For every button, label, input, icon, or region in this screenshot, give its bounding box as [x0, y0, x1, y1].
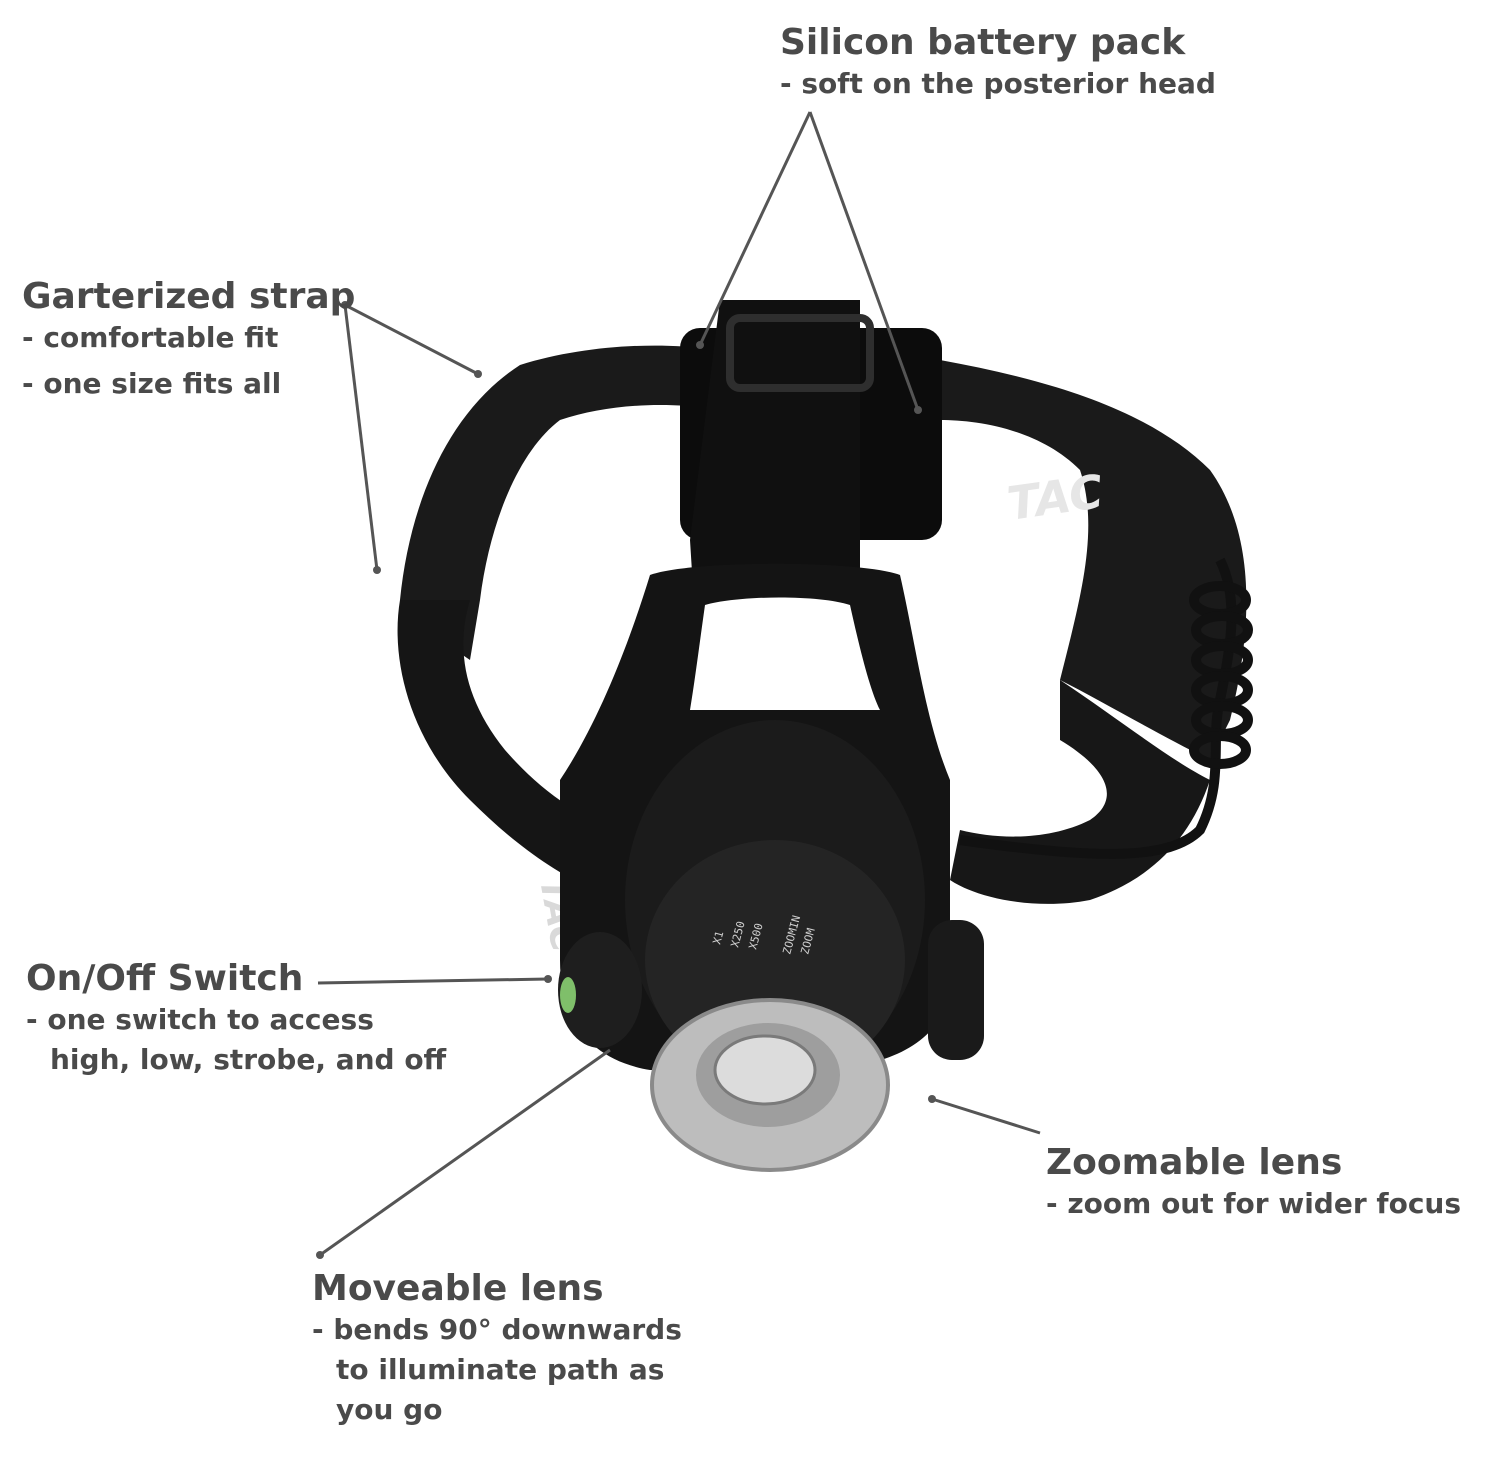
- strap-print-right: TAC: [1004, 464, 1107, 531]
- battery-desc-1: - soft on the posterior head: [780, 67, 1216, 100]
- switch-desc-1: - one switch to access: [26, 1003, 374, 1036]
- headband-back: [400, 345, 1247, 760]
- zoom-title: Zoomable lens: [1046, 1142, 1343, 1183]
- zoom-desc-1: - zoom out for wider focus: [1046, 1187, 1462, 1220]
- bracket-window: [690, 597, 880, 710]
- moveable-desc-1: - bends 90° downwards: [312, 1313, 682, 1346]
- power-switch-accent: [560, 977, 576, 1013]
- side-knob-right: [928, 920, 984, 1060]
- zoom-callout: Zoomable lens - zoom out for wider focus: [1046, 1142, 1461, 1224]
- switch-title: On/Off Switch: [26, 958, 304, 999]
- moveable-desc-2: to illuminate path as: [336, 1353, 665, 1386]
- strap-desc-1: - comfortable fit: [22, 321, 279, 354]
- battery-callout: Silicon battery pack - soft on the poste…: [780, 22, 1216, 104]
- power-switch: [558, 932, 642, 1048]
- leader-lines: [317, 111, 1041, 1257]
- coiled-cable: [959, 557, 1253, 859]
- strap-callout: Garterized strap - comfortable fit - one…: [22, 276, 355, 404]
- strap-buckle: [726, 314, 874, 392]
- strap-title: Garterized strap: [22, 276, 356, 317]
- lens-glass: [713, 1034, 817, 1106]
- moveable-callout: Moveable lens - bends 90° downwards to i…: [312, 1268, 682, 1430]
- switch-callout: On/Off Switch - one switch to access hig…: [26, 958, 446, 1080]
- strap-desc-2: - one size fits all: [22, 367, 282, 400]
- leader-dots: [316, 301, 936, 1259]
- svg-text:X1: X1: [710, 930, 726, 946]
- switch-desc-2: high, low, strobe, and off: [50, 1043, 447, 1076]
- battery-title: Silicon battery pack: [780, 22, 1186, 63]
- moveable-desc-3: you go: [336, 1393, 443, 1426]
- moveable-title: Moveable lens: [312, 1268, 604, 1309]
